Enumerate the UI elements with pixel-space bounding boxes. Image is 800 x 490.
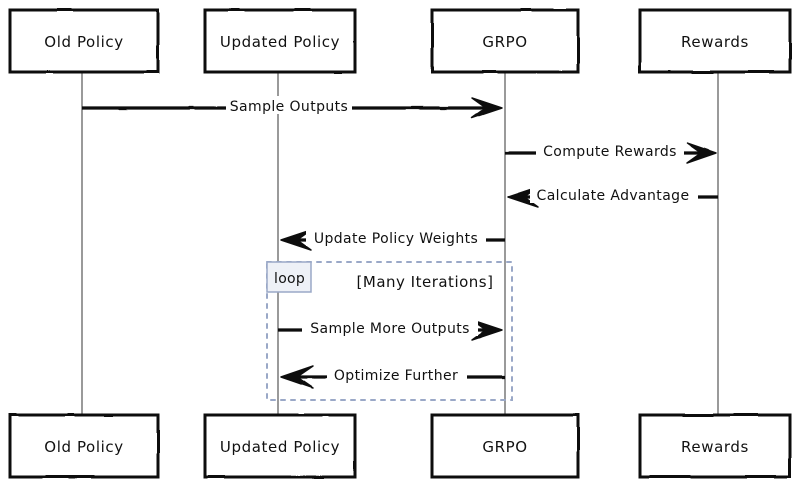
participant-label-updated-policy-bottom: Updated Policy: [220, 438, 340, 456]
message-update-policy-weights[interactable]: Update Policy Weights: [280, 228, 505, 251]
loop-fragment-title: loop: [274, 271, 305, 287]
participant-label-grpo-bottom: GRPO: [482, 438, 527, 456]
participant-labels-top: Old Policy Updated Policy GRPO Rewards: [44, 33, 749, 51]
participant-label-rewards-top: Rewards: [681, 33, 749, 51]
participant-boxes-top: [8, 8, 792, 74]
message-label-sample-more-outputs: Sample More Outputs: [310, 321, 470, 337]
message-label-bg-optimize-further: [327, 365, 467, 383]
message-label-bg-compute-rewards: [536, 141, 684, 159]
arrowhead-right-sample-more-outputs: [471, 319, 503, 341]
arrowhead-right-sample-outputs: [471, 97, 503, 119]
message-label-calculate-advantage: Calculate Advantage: [537, 188, 690, 204]
message-label-sample-outputs: Sample Outputs: [230, 99, 348, 115]
participant-label-old-policy-bottom: Old Policy: [44, 438, 123, 456]
participant-box-old-policy-bottom[interactable]: [8, 413, 160, 479]
participant-box-updated-policy-top[interactable]: [203, 8, 357, 74]
message-sample-outputs[interactable]: Sample Outputs: [82, 96, 503, 119]
message-calculate-advantage[interactable]: Calculate Advantage: [507, 185, 718, 208]
participant-boxes-bottom: [8, 413, 792, 479]
message-optimize-further[interactable]: Optimize Further: [280, 365, 505, 389]
message-label-optimize-further: Optimize Further: [334, 368, 458, 384]
participant-label-updated-policy-top: Updated Policy: [220, 33, 340, 51]
participant-label-old-policy-top: Old Policy: [44, 33, 123, 51]
message-label-compute-rewards: Compute Rewards: [543, 144, 677, 160]
participant-box-grpo-top[interactable]: [430, 8, 580, 74]
message-label-bg-sample-more-outputs: [302, 318, 478, 336]
participant-box-rewards-top[interactable]: [638, 8, 792, 74]
message-label-bg-calculate-advantage: [530, 185, 698, 203]
participant-box-rewards-bottom[interactable]: [638, 413, 792, 479]
message-compute-rewards[interactable]: Compute Rewards: [505, 141, 717, 164]
participant-box-old-policy-top[interactable]: [8, 8, 160, 74]
participant-box-updated-policy-bottom[interactable]: [203, 413, 357, 479]
participant-box-grpo-bottom[interactable]: [430, 413, 580, 479]
loop-fragment-condition: [Many Iterations]: [357, 273, 494, 291]
loop-fragment-border: [266, 261, 513, 401]
lifelines-layer: [81, 72, 719, 415]
arrowhead-left-optimize-further: [280, 365, 314, 389]
arrowhead-left-update-policy-weights: [280, 229, 312, 251]
participant-label-grpo-top: GRPO: [482, 33, 527, 51]
message-label-bg-update-policy-weights: [306, 228, 486, 246]
message-label-update-policy-weights: Update Policy Weights: [314, 231, 478, 247]
loop-fragment-label-box: [266, 261, 312, 293]
loop-fragment[interactable]: loop [Many Iterations]: [266, 261, 513, 401]
arrowhead-right-compute-rewards: [686, 142, 717, 164]
message-label-bg-sample-outputs: [226, 96, 352, 114]
participant-label-rewards-bottom: Rewards: [681, 438, 749, 456]
message-sample-more-outputs[interactable]: Sample More Outputs: [278, 318, 503, 341]
participant-labels-bottom: Old Policy Updated Policy GRPO Rewards: [44, 438, 749, 456]
